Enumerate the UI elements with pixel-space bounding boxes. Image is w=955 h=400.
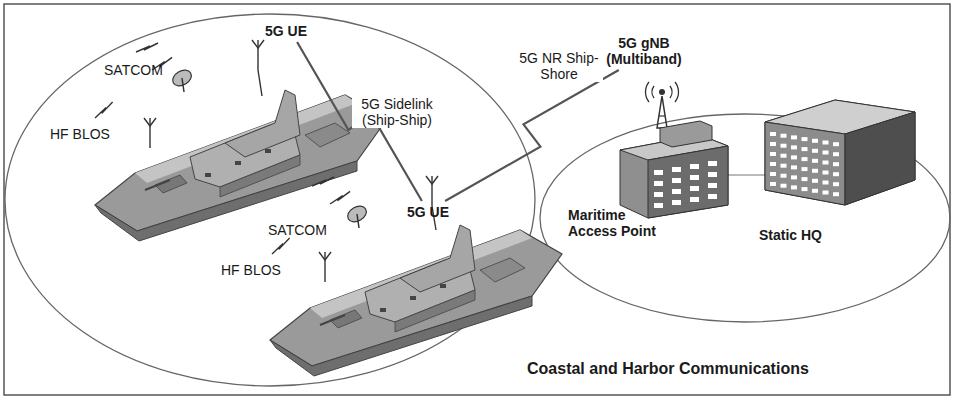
hq-label: Static HQ xyxy=(757,226,829,244)
node-text: Static HQ xyxy=(759,227,827,243)
hf-blos-label: HF BLOS xyxy=(221,262,281,278)
caption-title: Coastal and Harbor Communications xyxy=(527,361,809,377)
satcom-label: SATCOM xyxy=(104,62,163,78)
link-label: 5G NR Ship-Shore xyxy=(515,50,603,82)
node-text: 5G UE xyxy=(407,204,454,220)
ue-label: 5G UE xyxy=(405,203,456,221)
node-text: 5G gNB (Multiband) xyxy=(598,35,690,67)
node-text: Maritime Access Point xyxy=(568,207,660,239)
radio-link xyxy=(445,70,619,201)
ue-label: 5G UE xyxy=(263,22,314,40)
access-point-label: Maritime Access Point xyxy=(566,206,662,240)
gnb-label: 5G gNB (Multiband) xyxy=(596,34,692,68)
node-text: 5G UE xyxy=(265,23,312,39)
hf-blos-label: HF BLOS xyxy=(50,126,110,142)
link-label: 5G Sidelink (Ship-Ship) xyxy=(352,96,442,128)
satcom-label: SATCOM xyxy=(268,222,327,238)
